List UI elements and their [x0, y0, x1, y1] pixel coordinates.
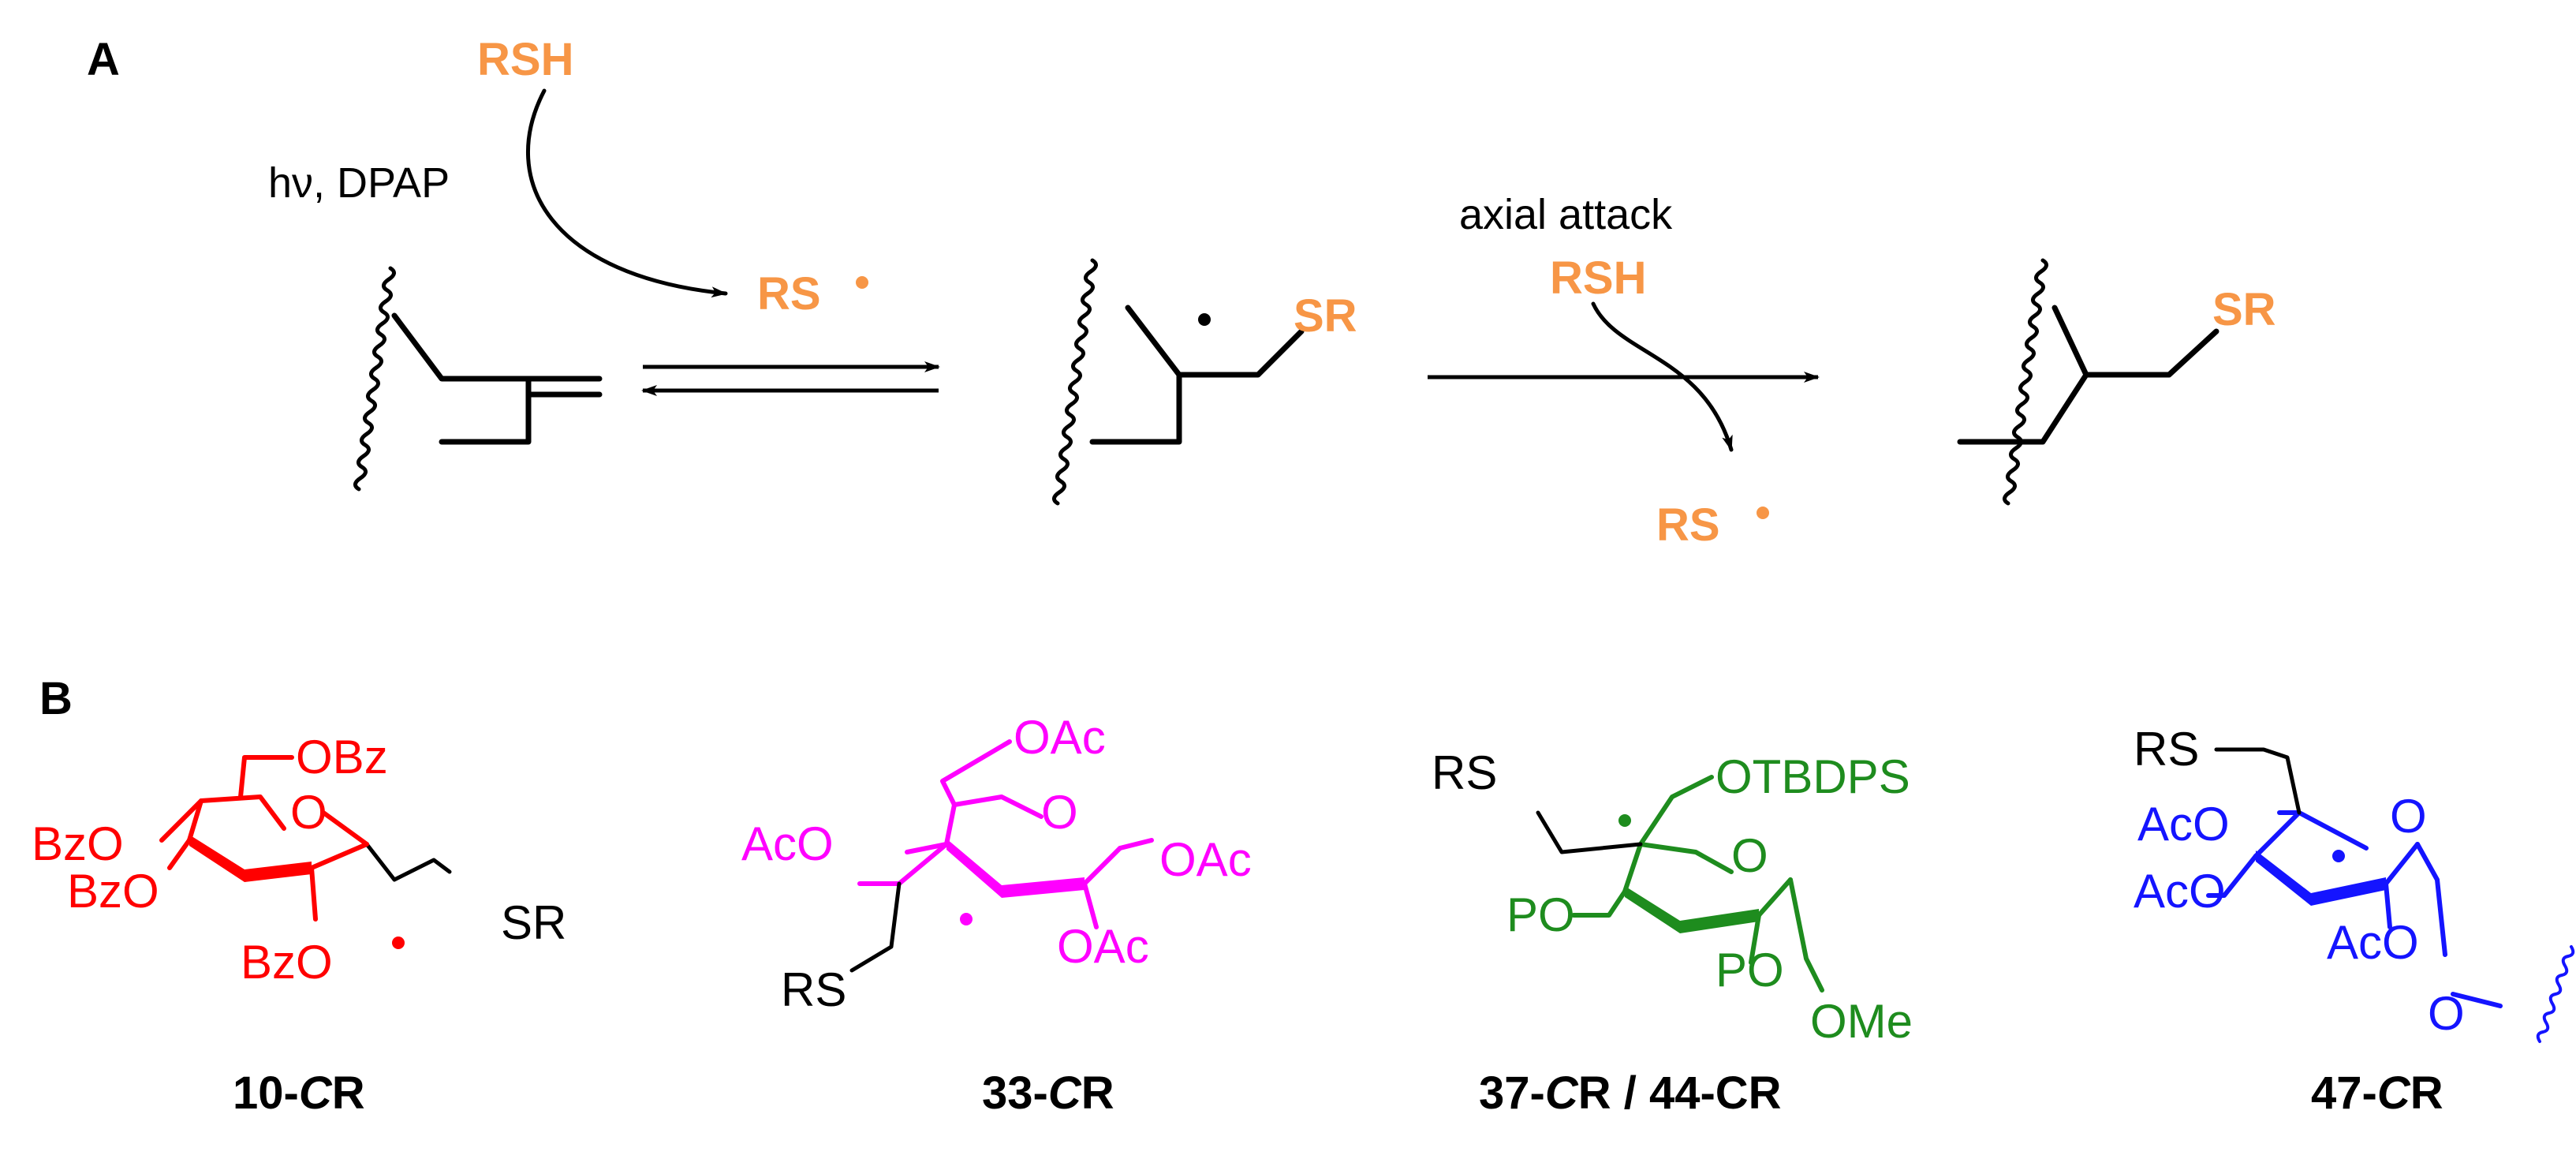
po-2: PO	[1715, 944, 1784, 996]
radical-dot	[2332, 850, 2345, 862]
wavy-bond	[2003, 258, 2048, 506]
structure-47-cr: O RS AcO AcO AcO O 47-CR	[2134, 723, 2575, 1119]
radical-dot	[392, 937, 405, 949]
rsh-reagent-mid: RSH	[1550, 252, 1646, 304]
conditions-label: hν, DPAP	[268, 159, 450, 207]
aco-4: AcO	[741, 817, 834, 870]
obz-6: OBz	[296, 731, 388, 783]
sr-intermediate: SR	[1294, 290, 1357, 342]
caption-47-cr: 47-CR	[2311, 1067, 2443, 1119]
bzo-4: BzO	[32, 817, 124, 870]
panel-a-label: A	[87, 34, 120, 85]
radical-dot	[960, 913, 973, 925]
radical-intermediate	[1052, 258, 1305, 506]
caption-37-44-cr: 37-CR / 44-CR	[1479, 1067, 1782, 1119]
caption-10-cr: 10-CR	[233, 1067, 365, 1119]
radical-dot	[1618, 814, 1631, 827]
wedge-bond	[2256, 851, 2386, 906]
oac-2: OAc	[1057, 920, 1149, 973]
bzo-2: BzO	[241, 936, 333, 989]
rs-thioether: RS	[781, 963, 846, 1016]
structure-33-cr: O OAc AcO OAc OAc RS 33-CR	[741, 711, 1252, 1119]
ring-oxygen: O	[2390, 790, 2427, 843]
ome-1: OMe	[1810, 995, 1913, 1048]
alkene-substrate	[353, 266, 603, 492]
wedge-bond	[189, 835, 312, 882]
radical-dot-orange	[1757, 507, 1769, 519]
wedge-bond	[1625, 886, 1759, 933]
panel-a: A RSH hν, DPAP RS SR axial attack RSH	[87, 34, 2276, 551]
aco-3: AcO	[2134, 865, 2226, 918]
sr-product: SR	[2212, 284, 2276, 335]
thiyl-radical-out: RS	[1656, 499, 1720, 551]
oac-1: OAc	[1159, 833, 1252, 886]
bzo-3: BzO	[67, 865, 159, 918]
curved-arrow-to-radical	[526, 88, 728, 298]
axial-attack-label: axial attack	[1459, 191, 1673, 238]
ring-oxygen: O	[1731, 829, 1768, 882]
otbdps-6: OTBDPS	[1715, 750, 1910, 803]
rs-thioether: RS	[1432, 746, 1497, 799]
panel-b-label: B	[39, 673, 73, 724]
po-4: PO	[1506, 888, 1575, 941]
curved-arrow-radical-out	[1591, 301, 1734, 452]
structure-10-cr: O OBz BzO BzO BzO SR 10-CR	[32, 731, 566, 1119]
wedge-bond	[946, 839, 1085, 898]
oac-6: OAc	[1014, 711, 1106, 764]
wavy-bond	[2536, 945, 2575, 1043]
structure-37-44-cr: O OTBDPS RS PO PO OMe 37-CR / 44-CR	[1432, 746, 1913, 1119]
thioether-product	[1957, 258, 2219, 506]
glycosidic-oxygen: O	[2428, 987, 2465, 1040]
rsh-reagent-top: RSH	[477, 34, 573, 85]
radical-dot	[1198, 313, 1211, 326]
aco-2: AcO	[2327, 916, 2419, 969]
ring-oxygen: O	[290, 786, 327, 839]
rs-thioether: RS	[2134, 723, 2199, 776]
panel-b: B O OBz BzO BzO BzO SR 10-CR	[32, 673, 2575, 1119]
sr-thioether: SR	[501, 896, 566, 949]
ring-oxygen: O	[1041, 786, 1078, 839]
thiyl-radical: RS	[757, 268, 821, 320]
wavy-bond	[1052, 258, 1098, 506]
aco-4: AcO	[2137, 798, 2230, 851]
caption-33-cr: 33-CR	[982, 1067, 1114, 1119]
radical-dot-orange	[856, 276, 868, 289]
wavy-bond	[353, 266, 396, 492]
